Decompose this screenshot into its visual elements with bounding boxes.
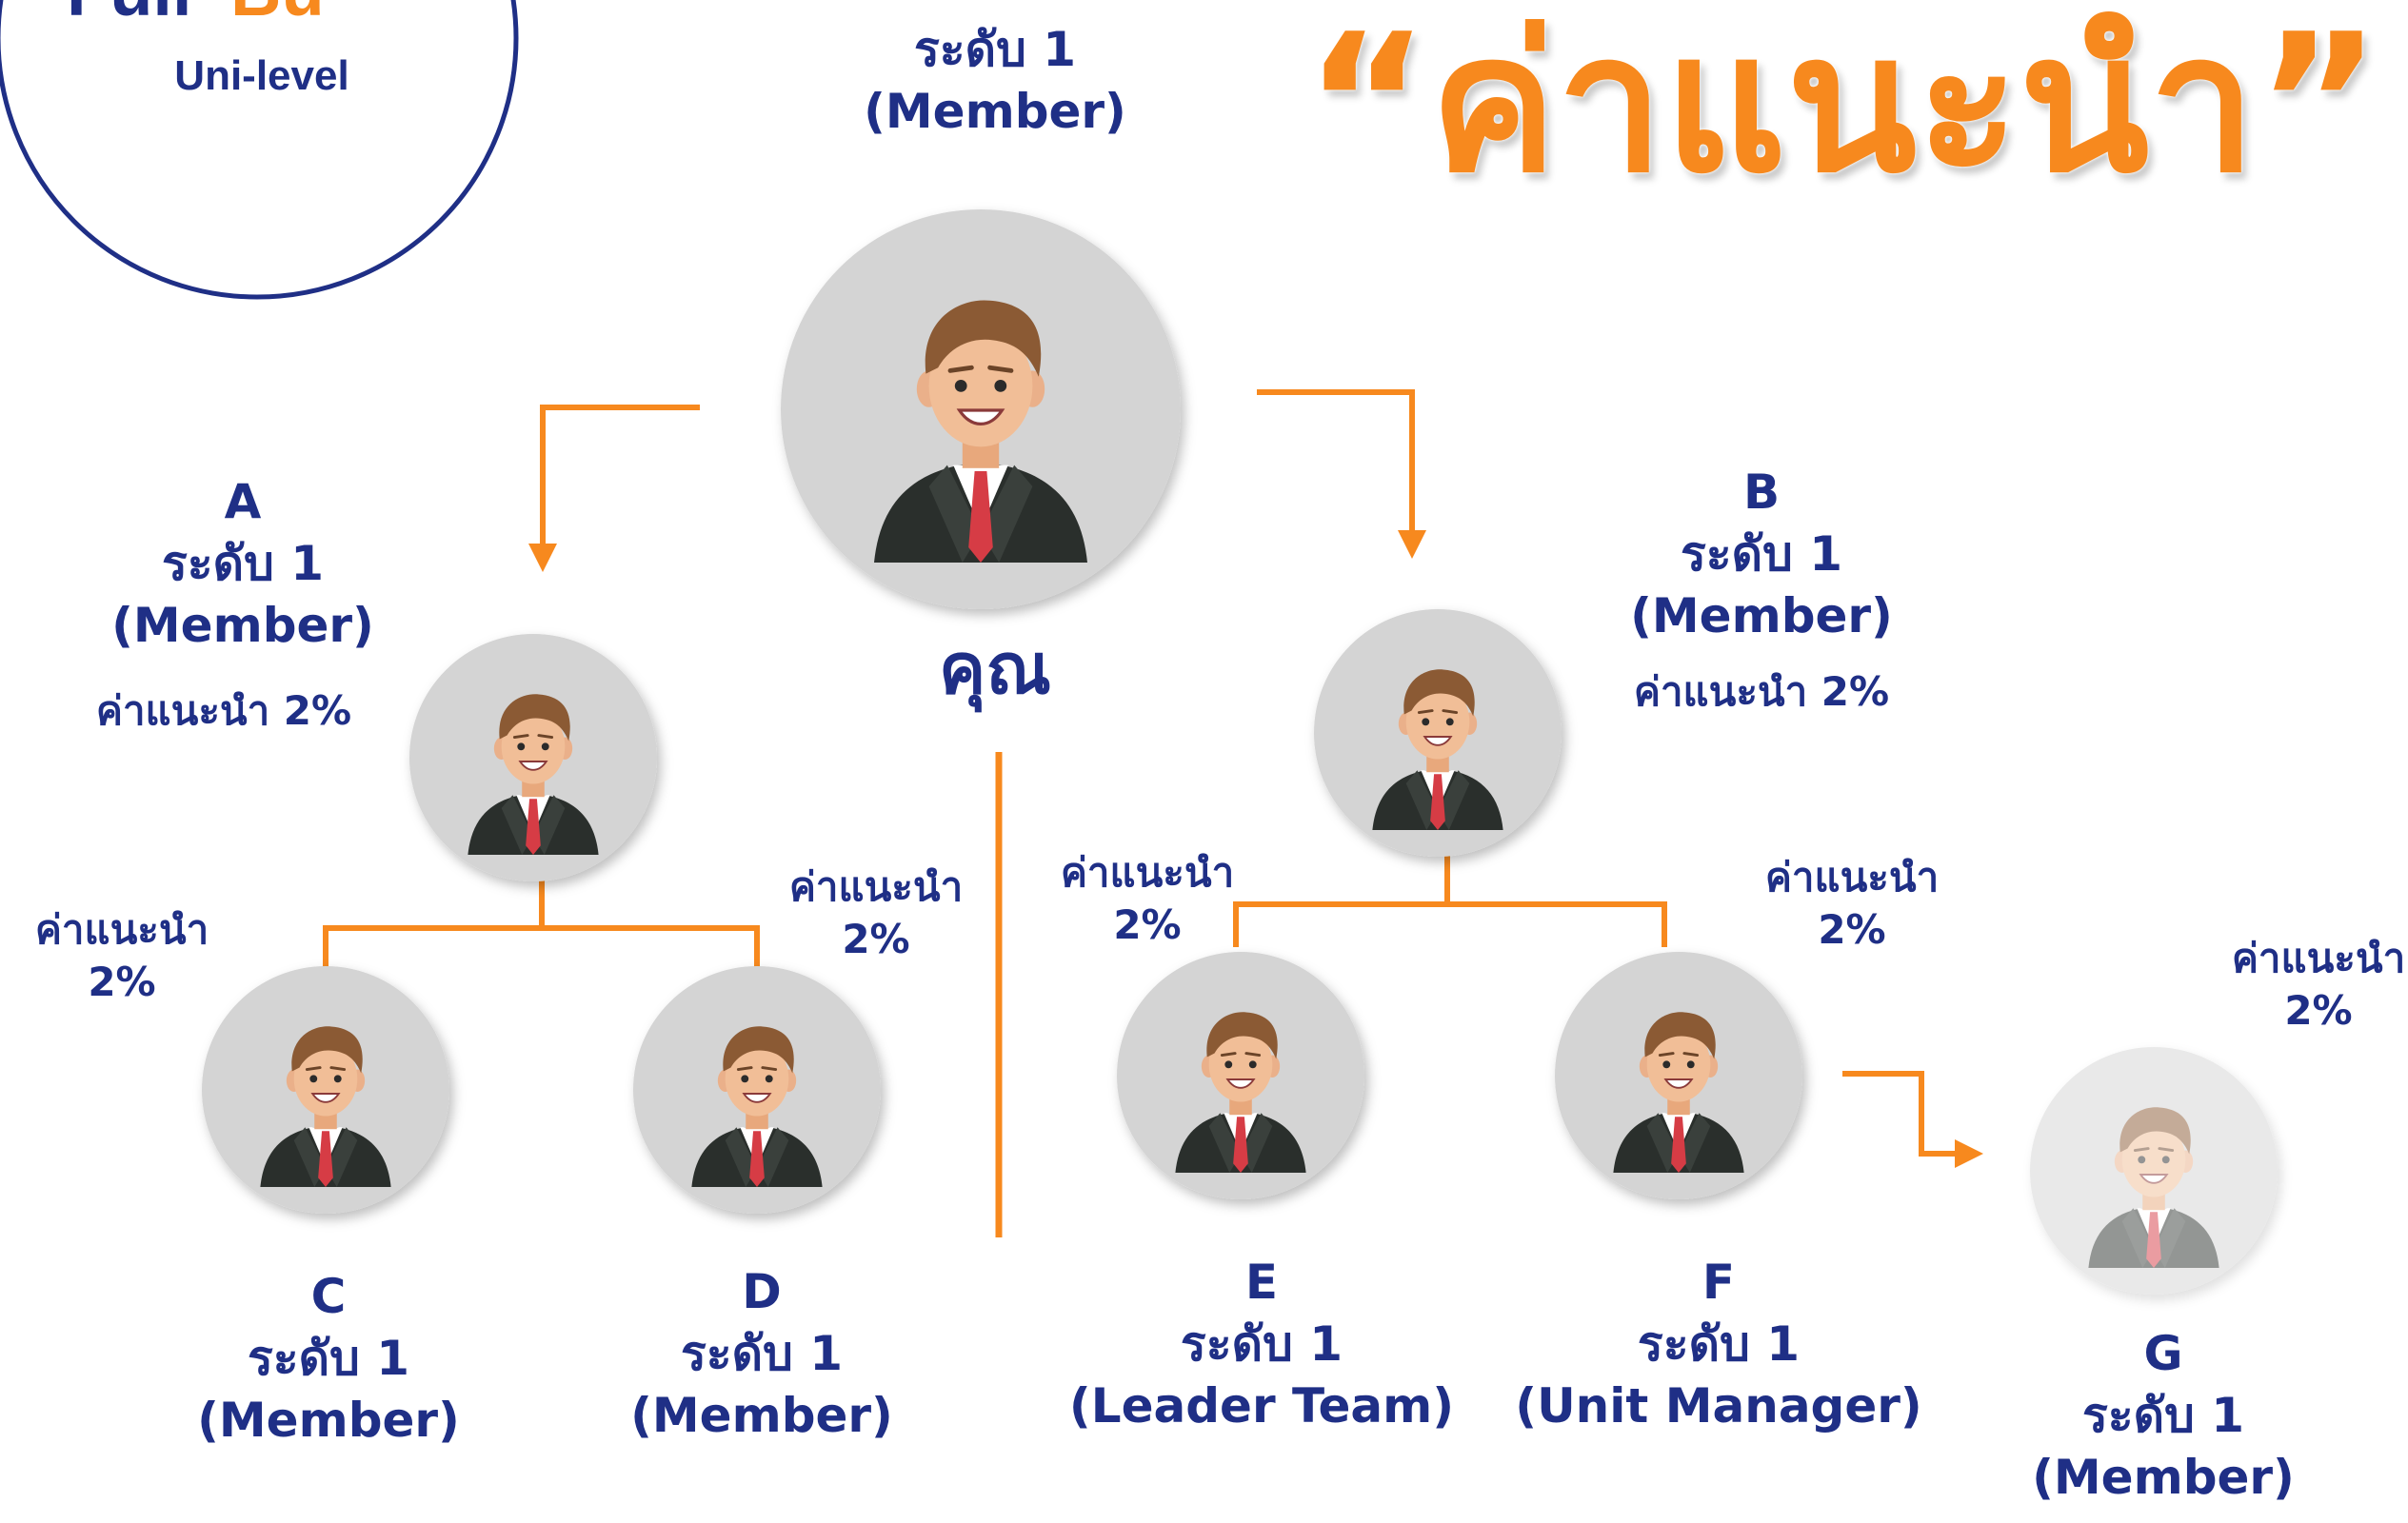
- node-d-commission-label: ค่าแนะนำ: [788, 863, 964, 910]
- node-f-commission-label: ค่าแนะนำ: [1764, 854, 1940, 900]
- arrow-root-to-b: [1257, 389, 1426, 559]
- node-c-letter: C: [310, 1269, 347, 1324]
- node-f-commission: ค่าแนะนำ 2%: [1765, 852, 1939, 956]
- node-c-commission-value: 2%: [88, 958, 156, 1005]
- node-g-label: G ระดับ 1 (Member): [2032, 1323, 2295, 1509]
- page-title: “ค่าแนะนำ”: [1304, 0, 2382, 215]
- node-d-label: D ระดับ 1 (Member): [630, 1261, 893, 1447]
- node-d-commission-value: 2%: [842, 915, 910, 962]
- node-e-commission-value: 2%: [1113, 900, 1182, 948]
- node-f-commission-value: 2%: [1818, 905, 1886, 953]
- logo-brand-right: Bu: [230, 0, 325, 30]
- node-g-commission-label: ค่าแนะนำ: [2231, 935, 2406, 981]
- node-e-label: E ระดับ 1 (Leader Team): [1069, 1252, 1454, 1437]
- node-c-level: ระดับ 1: [247, 1331, 410, 1386]
- node-f-label: F ระดับ 1 (Unit Manager): [1515, 1252, 1922, 1437]
- node-c-label: C ระดับ 1 (Member): [197, 1266, 460, 1452]
- avatar-c: [202, 966, 449, 1214]
- avatar-b: [1314, 609, 1562, 857]
- arrow-root-to-a: [528, 405, 700, 572]
- node-b-label: B ระดับ 1 (Member): [1630, 462, 1893, 647]
- node-d-letter: D: [742, 1264, 782, 1319]
- node-e-commission-label: ค่าแนะนำ: [1060, 849, 1235, 896]
- node-e-letter: E: [1244, 1255, 1279, 1310]
- node-c-rank: (Member): [197, 1393, 460, 1448]
- avatar-d: [633, 966, 881, 1214]
- node-g-letter: G: [2143, 1326, 2183, 1381]
- node-d-level: ระดับ 1: [680, 1326, 844, 1381]
- node-a-label: A ระดับ 1 (Member): [111, 471, 374, 657]
- connector-a-children: [323, 925, 760, 971]
- logo-brand-left: Full: [67, 0, 192, 30]
- node-c-commission-label: ค่าแนะนำ: [34, 906, 209, 953]
- arrow-f-to-g: [1842, 1071, 1983, 1168]
- connector-b-children: [1233, 901, 1667, 947]
- node-f-rank: (Unit Manager): [1515, 1378, 1922, 1434]
- avatar-root: [781, 209, 1181, 609]
- node-b-commission: ค่าแนะนำ 2%: [1633, 668, 1890, 715]
- node-c-commission: ค่าแนะนำ 2%: [35, 904, 209, 1008]
- root-level: ระดับ 1: [913, 22, 1077, 77]
- node-a-rank: (Member): [111, 598, 374, 653]
- node-f-letter: F: [1702, 1255, 1736, 1310]
- node-d-rank: (Member): [630, 1388, 893, 1443]
- node-e-commission: ค่าแนะนำ 2%: [1061, 847, 1234, 951]
- avatar-a: [409, 634, 657, 881]
- node-g-commission-value: 2%: [2284, 986, 2353, 1034]
- root-rank: (Member): [864, 84, 1126, 139]
- node-g-level: ระดับ 1: [2081, 1388, 2245, 1443]
- node-a-commission: ค่าแนะนำ 2%: [95, 687, 352, 734]
- avatar-e: [1117, 952, 1364, 1199]
- node-e-level: ระดับ 1: [1180, 1316, 1343, 1372]
- node-e-rank: (Leader Team): [1068, 1378, 1455, 1434]
- node-b-rank: (Member): [1630, 588, 1893, 643]
- node-a-letter: A: [224, 474, 262, 529]
- node-b-letter: B: [1742, 465, 1781, 520]
- logo-subtitle: Uni-level: [174, 52, 348, 99]
- root-label: ระดับ 1 (Member): [864, 19, 1126, 143]
- node-b-level: ระดับ 1: [1680, 526, 1843, 582]
- node-a-level: ระดับ 1: [161, 536, 325, 591]
- node-d-commission: ค่าแนะนำ 2%: [789, 861, 963, 965]
- node-f-level: ระดับ 1: [1637, 1316, 1801, 1372]
- avatar-g: [2030, 1047, 2278, 1295]
- node-g-commission: ค่าแนะนำ 2%: [2232, 933, 2405, 1037]
- logo-circle: [0, 0, 519, 300]
- root-you-label: คุณ: [938, 628, 1052, 710]
- node-g-rank: (Member): [2032, 1450, 2295, 1505]
- avatar-f: [1555, 952, 1802, 1199]
